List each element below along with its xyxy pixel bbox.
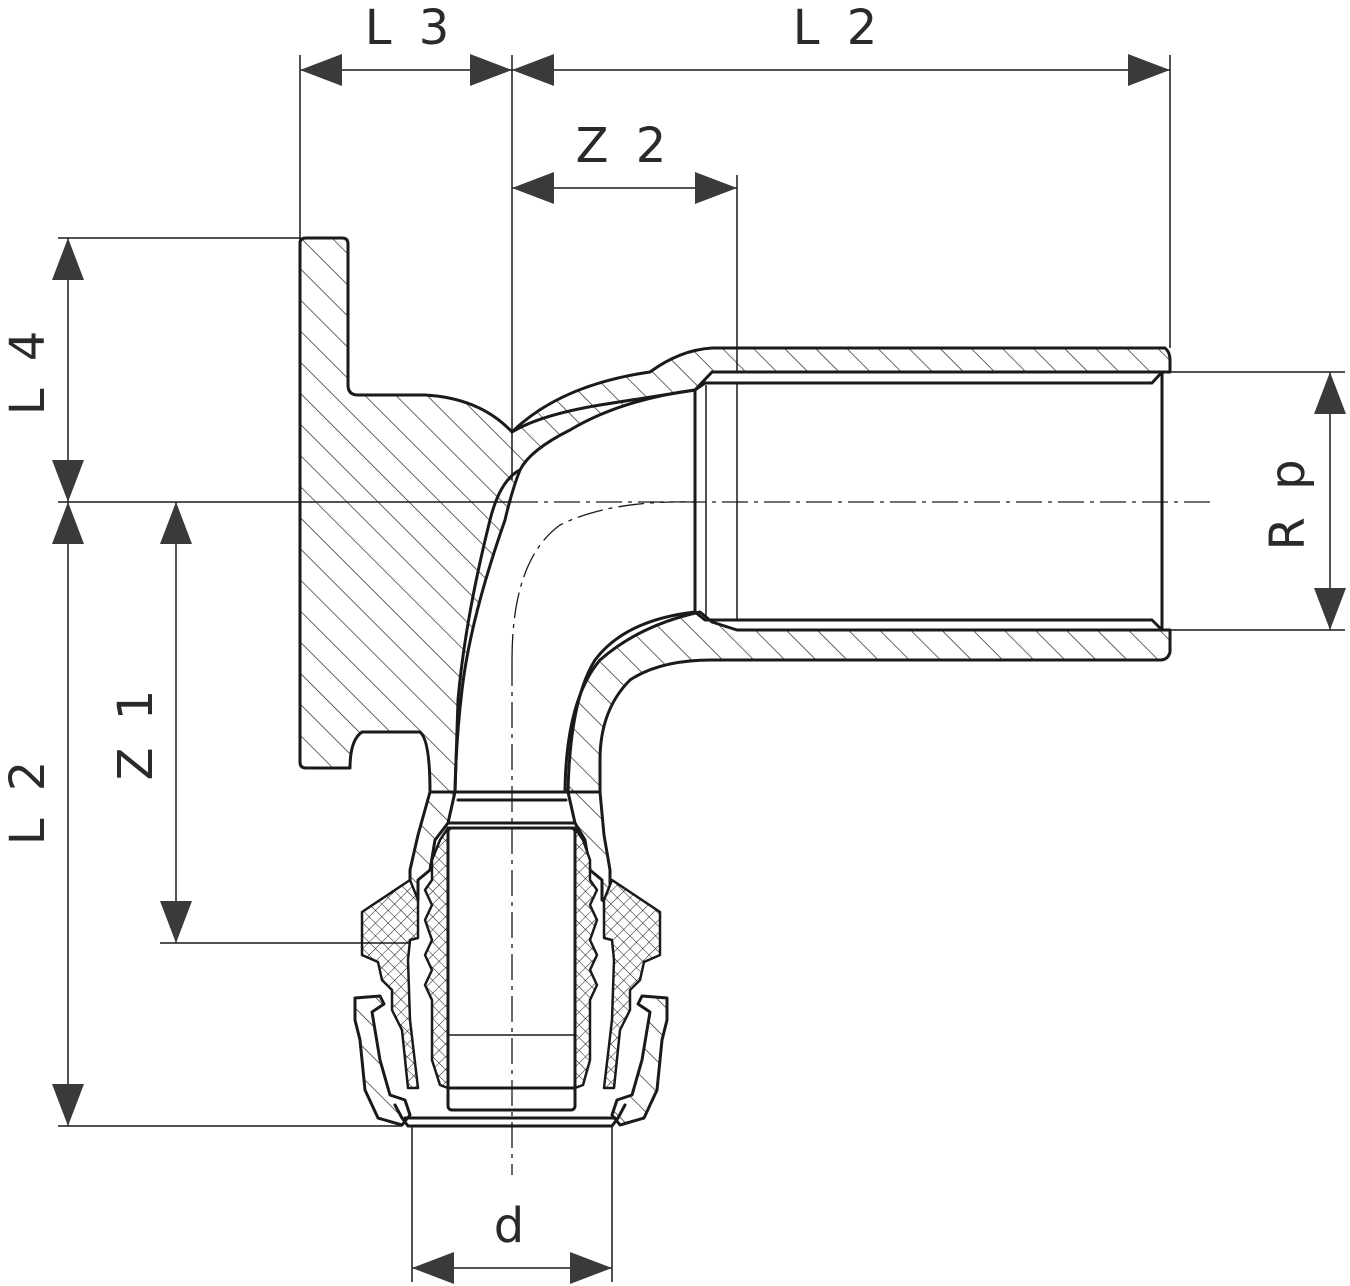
dim-l3-arrow-right — [470, 54, 512, 86]
socket-bottom-wall — [563, 610, 1172, 794]
label-l2-left: L 2 — [0, 755, 56, 846]
bottom-ring — [393, 1103, 627, 1128]
label-z1: Z 1 — [108, 684, 164, 781]
elbow-bore-left — [453, 468, 522, 794]
seal-insert-right — [573, 826, 599, 1090]
dim-l2-left-arrow-bottom — [52, 1084, 84, 1126]
dim-rp-arrow-bottom — [1314, 588, 1346, 630]
clip-left — [353, 994, 412, 1127]
dim-d-arrow-right — [570, 1252, 612, 1284]
seal-insert-left — [423, 826, 450, 1090]
sleeve-left-wall — [408, 790, 457, 907]
dim-z1-arrow-bottom — [160, 901, 192, 943]
label-d: d — [494, 1198, 530, 1254]
center-lines — [511, 55, 1215, 1175]
dim-z2-arrow-right — [695, 172, 737, 204]
dim-l4-arrow-top — [52, 238, 84, 280]
label-l3: L 3 — [365, 0, 456, 56]
elbow-outer-curve — [566, 610, 697, 794]
dimensions — [52, 54, 1346, 1284]
label-rp: R p — [1260, 453, 1316, 550]
collar-right — [602, 878, 662, 1090]
clip-right — [610, 994, 669, 1127]
dim-l2-top-arrow-left — [512, 54, 554, 86]
wall-plate-section — [298, 236, 1172, 794]
socket-bottom-bore — [693, 610, 1164, 632]
fitting-body — [298, 236, 1172, 830]
dim-l2-left-arrow-top — [52, 502, 84, 544]
label-z2: Z 2 — [576, 118, 673, 174]
label-l4: L 4 — [0, 325, 56, 416]
collar-left — [360, 878, 420, 1090]
dim-d-arrow-left — [412, 1252, 454, 1284]
dim-z2-arrow-left — [512, 172, 554, 204]
dim-rp-arrow-top — [1314, 372, 1346, 414]
socket-top-wall — [693, 370, 1164, 392]
dim-z1-arrow-top — [160, 502, 192, 544]
dim-l4-arrow-bottom — [52, 460, 84, 502]
dim-l3-arrow-left — [300, 54, 342, 86]
label-l2-top: L 2 — [793, 0, 884, 56]
sleeve-right-wall — [566, 790, 612, 907]
dimension-labels: L 3 L 2 Z 2 L 4 L 2 Z 1 R p d — [0, 0, 1316, 1254]
elbow-inner-curve — [510, 388, 697, 434]
elbow-axis-curve — [511, 501, 696, 661]
dim-l2-top-arrow-right — [1128, 54, 1170, 86]
press-connection — [353, 790, 669, 1128]
